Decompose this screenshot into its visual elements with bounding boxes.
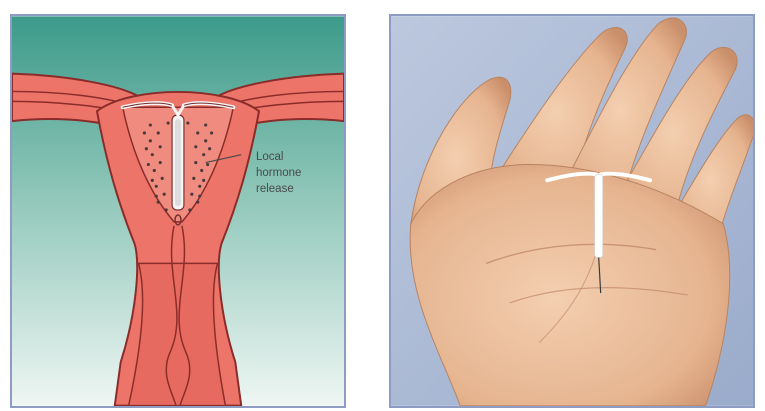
cervix: [129, 263, 226, 405]
callout-line-2: hormone: [256, 165, 301, 181]
uterus-diagram-illustration: [12, 16, 344, 406]
callout-line-1: Local: [256, 149, 301, 165]
iud-diagram-panel: Local hormone release: [10, 14, 346, 408]
hormone-release-callout: Local hormone release: [256, 149, 301, 197]
hand-photo-panel: [389, 14, 755, 408]
callout-line-3: release: [256, 181, 301, 197]
hand-holding-iud-photo: [391, 16, 753, 406]
